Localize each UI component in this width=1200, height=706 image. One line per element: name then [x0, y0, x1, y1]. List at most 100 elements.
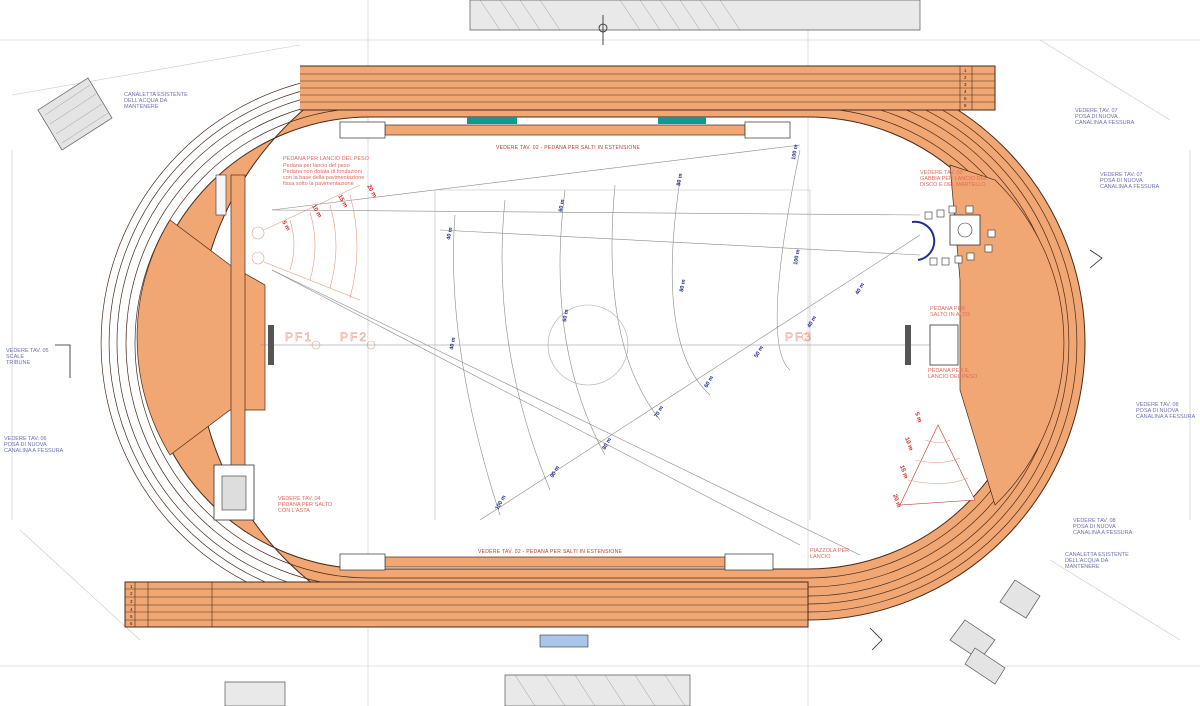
high-jump-line: PEDANA PER SALTO [278, 502, 333, 508]
lane-num: 5 [130, 614, 133, 619]
view-right-4-line: CANALINA A FESSURA [1073, 530, 1133, 536]
arc-distance-label: 60 m [558, 199, 566, 212]
view-left-line: CANALINA A FESSURA [4, 448, 64, 454]
arc-distance-label: 100 m [793, 249, 802, 266]
lane-num: 2 [130, 591, 133, 596]
lane-num: 2 [964, 75, 967, 80]
distance-label: 20 m [891, 494, 901, 509]
arc-distance-label: 100 m [791, 144, 800, 161]
view-left-line: VEDERE TAV. 06 [4, 436, 47, 442]
view-right-4-line: POSA DI NUOVA [1073, 524, 1116, 530]
right-drain-grate [905, 325, 911, 365]
left-edge-note-line: TRIBUNE [6, 360, 30, 366]
long-jump-runway-bottom [339, 553, 774, 571]
arc-distance-label: 70 m [654, 405, 666, 419]
surrounding-buildings [37, 0, 1041, 706]
existing-drain-top-line: DELL'ACQUA DA [124, 98, 168, 104]
pole-vault-runway [213, 174, 274, 521]
right-pedana-top-line: PEDANA PER [930, 306, 965, 312]
long-jump-bottom-label: VEDERE TAV. 02 - PEDANA PER SALTI IN EST… [478, 549, 623, 555]
pf1-marker: PF1 [285, 330, 313, 344]
existing-drain-top-line: CANALETTA ESISTENTE [124, 92, 188, 98]
weight-note-line: con la base della pavimentazione [283, 175, 364, 181]
lane-num: 3 [130, 599, 133, 604]
arc-distances: 40 m 60 m 80 m 100 m 40 m 60 m 80 m 100 … [446, 144, 866, 511]
high-jump-line: VEDERE TAV. 04 [278, 496, 321, 502]
weight-note-line: Pedana per lancio del peso [283, 163, 350, 169]
left-edge-note-line: SCALE [6, 354, 24, 360]
throwing-sector [260, 144, 930, 556]
view-left-line: POSA DI NUOVA [4, 442, 47, 448]
right-d-area [949, 164, 1065, 506]
arc-distance-label: 80 m [602, 437, 614, 451]
view-right-3-line: VEDERE TAV. 08 [1136, 402, 1179, 408]
weight-note-line: fissa sotto la pavimentazione [283, 181, 354, 187]
lane-num: 1 [130, 584, 133, 589]
high-jump-line: CON L'ASTA [278, 508, 310, 514]
arc-distance-label: 80 m [676, 173, 684, 186]
distance-label: 5 m [913, 412, 922, 424]
scoreboard-left [467, 117, 517, 124]
distance-label: 15 m [336, 194, 348, 209]
site-symbols [55, 15, 1103, 651]
lane-num: 6 [964, 103, 967, 108]
lane-num: 4 [130, 607, 133, 612]
distance-label: 20 m [365, 184, 377, 199]
arc-distance-label: 80 m [679, 279, 687, 292]
right-pedana-bottom-line: LANCIO DEL PESO [928, 374, 978, 380]
stand-grate [539, 634, 589, 648]
left-d-area [136, 219, 266, 456]
lane-num: 1 [964, 68, 967, 73]
long-jump-runway-top [339, 117, 791, 139]
distance-label: 10 m [903, 437, 913, 452]
distance-label: 5 m [280, 220, 290, 232]
straight-lane-lines [125, 66, 995, 627]
hammer-cage-line: GABBIA PER LANCIO DEL [920, 176, 987, 182]
lane-num: 6 [130, 621, 133, 626]
distances-right: 5 m 10 m 15 m 20 m [891, 412, 922, 509]
lane-num: 3 [964, 82, 967, 87]
lane-num: 4 [964, 89, 967, 94]
hammer-cage-line: VEDERE TAV. 03 [920, 170, 963, 176]
existing-drain-bottom-line: MANTENERE [1065, 564, 1100, 570]
arc-distance-label: 100 m [495, 494, 508, 511]
left-drain-grate [268, 325, 274, 365]
piazzola-line: LANCIO [810, 554, 831, 560]
pf-markers: PF1 PF2 PF3 [285, 330, 813, 350]
arc-distance-label: 40 m [449, 337, 457, 350]
lane-numbers-top: 1 2 3 4 5 6 [964, 68, 967, 108]
arc-distance-label: 40 m [446, 227, 454, 240]
view-right-3-line: POSA DI NUOVA [1136, 408, 1179, 414]
view-right-2-line: CANALINA A FESSURA [1100, 184, 1160, 190]
pf3-marker: PF3 [785, 330, 813, 344]
arc-distance-label: 90 m [550, 465, 562, 479]
view-right-2-line: POSA DI NUOVA [1100, 178, 1143, 184]
arc-distance-label: 40 m [807, 315, 819, 329]
arc-distance-label: 40 m [855, 282, 867, 296]
building-hatch [44, 0, 741, 706]
long-jump-top-label: VEDERE TAV. 02 - PEDANA PER SALTI IN EST… [496, 145, 641, 151]
existing-drain-bottom-line: CANALETTA ESISTENTE [1065, 552, 1129, 558]
left-edge-note-line: VEDERE TAV. 05 [6, 348, 49, 354]
annotations: VEDERE TAV. 02 - PEDANA PER SALTI IN EST… [4, 92, 1196, 570]
view-right-2-line: VEDERE TAV. 07 [1100, 172, 1143, 178]
weight-title: PEDANA PER LANCIO DEL PESO [283, 156, 370, 162]
view-right-4-line: VEDERE TAV. 08 [1073, 518, 1116, 524]
weight-note-line: Pedana non dotata di fondazioni [283, 169, 362, 175]
piazzola-line: PIAZZOLA PER [810, 548, 849, 554]
right-pedana-bottom-line: PEDANA PER IL [928, 368, 969, 374]
existing-drain-bottom-line: DELL'ACQUA DA [1065, 558, 1109, 564]
right-pedana-top-line: SALTO IN ALTO [930, 312, 970, 318]
distance-label: 10 m [310, 204, 322, 219]
lane-num: 5 [964, 96, 967, 101]
view-right-3-line: CANALINA A FESSURA [1136, 414, 1196, 420]
existing-drain-top-line: MANTENERE [124, 104, 159, 110]
shot-put-right [899, 324, 976, 506]
view-right-1-line: POSA DI NUOVA [1075, 114, 1118, 120]
distance-label: 15 m [898, 465, 908, 480]
lane-numbers-bottom: 1 2 3 4 5 6 [130, 584, 133, 626]
hammer-cage-line: DISCO E DEL MARTELLO [920, 182, 986, 188]
shot-put-left [251, 184, 361, 301]
view-right-1-line: VEDERE TAV. 07 [1075, 108, 1118, 114]
